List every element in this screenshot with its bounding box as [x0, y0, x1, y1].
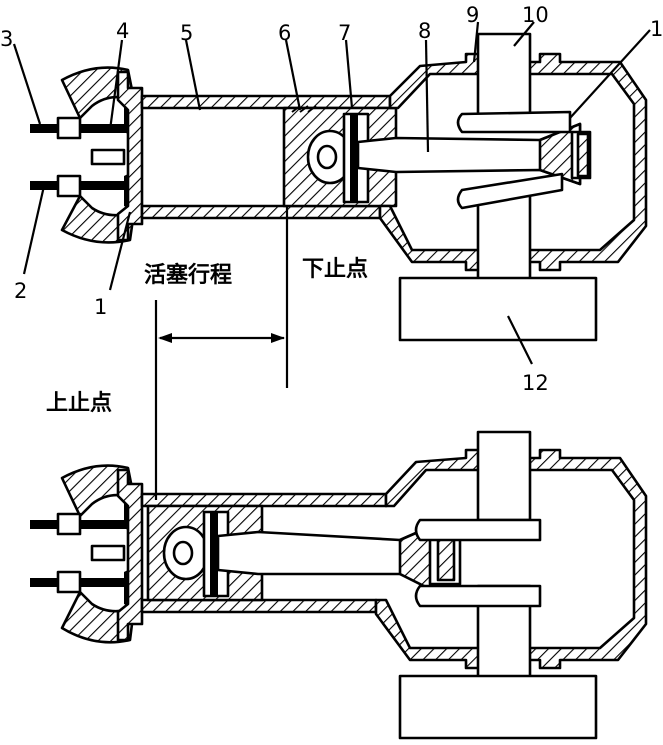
label-1-right: 1	[650, 17, 663, 41]
engine-bottom	[30, 430, 648, 740]
label-4: 4	[116, 19, 129, 43]
label-7: 7	[338, 21, 351, 45]
connecting-rod-top	[356, 122, 592, 186]
label-10: 10	[522, 3, 549, 27]
port-lower-b	[60, 590, 136, 644]
label-5: 5	[180, 21, 193, 45]
cylinder-wall-bottom	[140, 204, 382, 220]
flywheel-bottom	[398, 674, 598, 740]
cylinder-wall-top-b	[140, 492, 388, 508]
label-3: 3	[0, 27, 13, 51]
valve-stems-b	[30, 512, 136, 594]
label-6: 6	[278, 21, 291, 45]
label-8: 8	[418, 19, 431, 43]
label-9: 9	[466, 3, 479, 27]
cylinder-head-b	[116, 468, 144, 642]
label-top-dead-center: 上止点	[46, 390, 112, 416]
label-2: 2	[14, 279, 27, 303]
piston-top	[282, 106, 398, 208]
leader-lines	[12, 21, 651, 365]
valve-stems	[30, 116, 136, 198]
crank-throw-lower	[456, 172, 564, 210]
crank-throw-lower-b	[414, 584, 542, 608]
crank-throw-upper-b	[414, 518, 542, 542]
flywheel-top	[398, 276, 598, 342]
piston-bottom	[146, 504, 264, 602]
stroke-dimension	[154, 206, 289, 500]
cylinder-wall-bottom-b	[140, 598, 378, 614]
label-piston-stroke: 活塞行程	[144, 262, 232, 288]
label-bottom-dead-center: 下止点	[302, 256, 368, 282]
text-labels: 3 4 5 6 7 8 9 10 1 2 1 12 活塞行程 下止点 上止点	[0, 3, 663, 416]
crank-journal-upper-b	[476, 430, 532, 522]
engine-top	[30, 32, 648, 342]
crank-throw-upper	[456, 110, 572, 134]
label-12: 12	[522, 371, 549, 395]
label-1-left: 1	[94, 295, 107, 319]
port-lower	[60, 194, 136, 244]
